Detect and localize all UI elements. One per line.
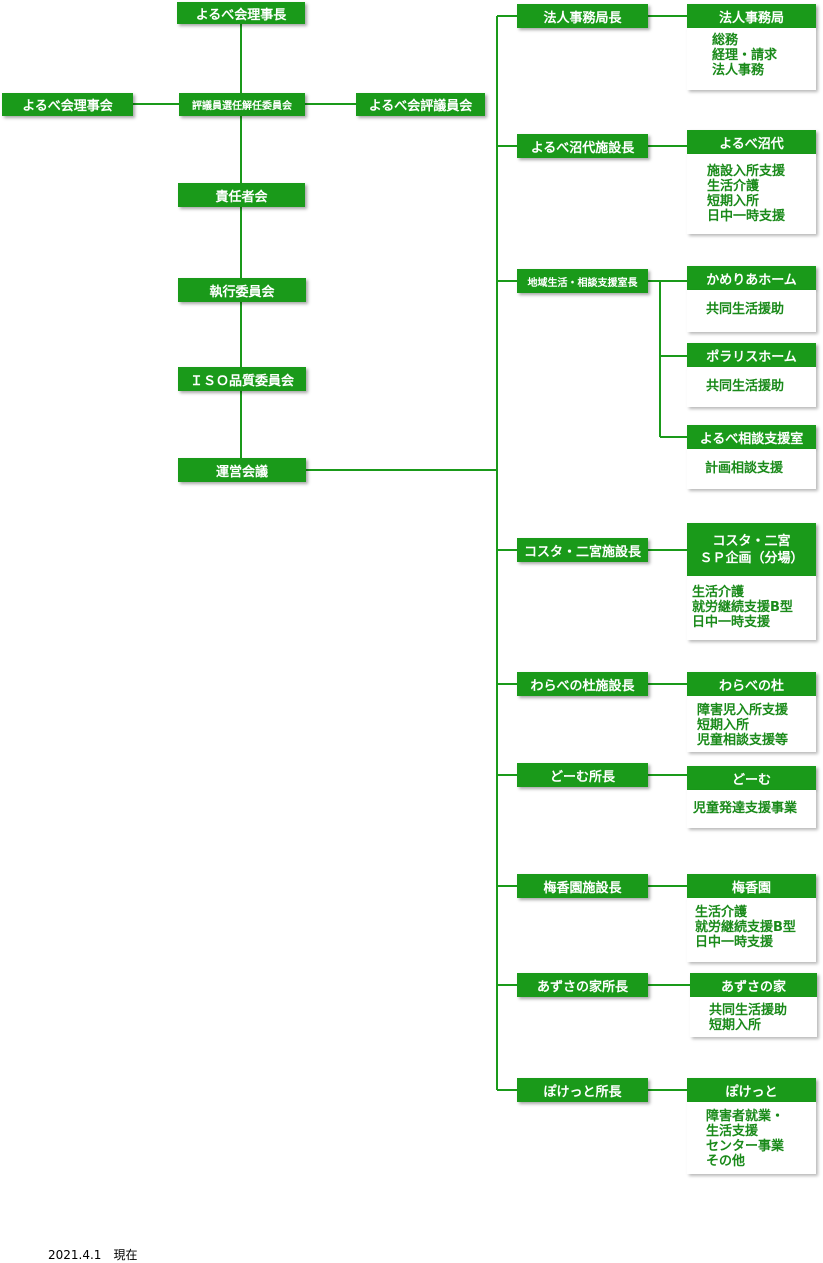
executive-committee-box: 執行委員会 xyxy=(178,278,306,302)
service-item: 日中一時支援 xyxy=(692,615,771,630)
responsible-committee-box: 責任者会 xyxy=(178,183,305,207)
unit-services: 共同生活援助 xyxy=(687,367,816,407)
unit-title: ポラリスホーム xyxy=(687,343,816,367)
service-item: 日中一時支援 xyxy=(695,935,774,950)
unit-title: よるべ相談支援室 xyxy=(687,425,816,449)
service-item: 就労継続支援B型 xyxy=(695,920,796,935)
service-item: 児童発達支援事業 xyxy=(693,801,798,816)
service-item: 障害者就業・ xyxy=(706,1109,785,1124)
service-item: センター事業 xyxy=(706,1139,785,1154)
unit-services: 生活介護 就労継続支援B型 日中一時支援 xyxy=(687,898,816,962)
service-item: 共同生活援助 xyxy=(709,1003,788,1018)
service-item: 短期入所 xyxy=(709,1018,762,1033)
service-item: 経理・請求 xyxy=(712,48,778,63)
service-item: 生活介護 xyxy=(692,585,745,600)
date-footer: 2021.4.1 現在 xyxy=(48,1248,138,1262)
service-item: 総務 xyxy=(712,33,739,48)
board-box: よるべ会理事会 xyxy=(2,93,133,116)
unit-services: 障害児入所支援 短期入所 児童相談支援等 xyxy=(687,696,816,752)
unit-services: 共同生活援助 xyxy=(687,290,816,332)
branch-head: あずさの家所長 xyxy=(517,973,648,997)
management-meeting-box: 運営会議 xyxy=(178,458,306,482)
service-item: その他 xyxy=(706,1154,746,1169)
service-item: 生活介護 xyxy=(707,179,760,194)
branch-head: コスタ・二宮施設長 xyxy=(517,538,648,562)
service-item: 児童相談支援等 xyxy=(697,733,789,748)
service-item: 就労継続支援B型 xyxy=(692,600,793,615)
branch-head: 梅香園施設長 xyxy=(517,874,648,898)
unit-services: 計画相談支援 xyxy=(687,449,816,489)
unit-title-line: コスタ・二宮 xyxy=(712,533,791,549)
unit-title: わらべの杜 xyxy=(687,672,816,696)
councilors-box: よるべ会評議員会 xyxy=(356,93,485,116)
iso-committee-box: ＩＳＯ品質委員会 xyxy=(178,367,306,391)
unit-title: よるべ沼代 xyxy=(687,130,816,154)
service-item: 共同生活援助 xyxy=(706,302,785,317)
unit-services: 障害者就業・ 生活支援 センター事業 その他 xyxy=(687,1102,816,1174)
unit-title: コスタ・二宮 ＳＰ企画（分場） xyxy=(687,523,816,576)
service-item: 障害児入所支援 xyxy=(697,703,789,718)
unit-title: あずさの家 xyxy=(690,973,817,997)
service-item: 日中一時支援 xyxy=(707,209,786,224)
branch-head: 地域生活・相談支援室長 xyxy=(517,269,648,293)
service-item: 生活介護 xyxy=(695,905,748,920)
unit-title: どーむ xyxy=(687,766,816,790)
service-item: 法人事務 xyxy=(712,63,765,78)
service-item: 施設入所支援 xyxy=(707,164,786,179)
unit-title-line: ＳＰ企画（分場） xyxy=(699,550,804,566)
service-item: 共同生活援助 xyxy=(706,379,785,394)
unit-services: 総務 経理・請求 法人事務 xyxy=(687,28,816,90)
unit-services: 児童発達支援事業 xyxy=(687,790,816,828)
chairman-box: よるべ会理事長 xyxy=(177,2,305,24)
branch-head: どーむ所長 xyxy=(517,763,648,787)
service-item: 生活支援 xyxy=(706,1124,759,1139)
branch-head: 法人事務局長 xyxy=(517,4,648,28)
branch-head: よるべ沼代施設長 xyxy=(517,134,648,158)
service-item: 短期入所 xyxy=(707,194,760,209)
unit-title: 梅香園 xyxy=(687,874,816,898)
unit-services: 施設入所支援 生活介護 短期入所 日中一時支援 xyxy=(687,154,816,234)
unit-title: ぽけっと xyxy=(687,1078,816,1102)
service-item: 短期入所 xyxy=(697,718,750,733)
unit-title: 法人事務局 xyxy=(687,4,816,28)
service-item: 計画相談支援 xyxy=(705,461,784,476)
unit-services: 生活介護 就労継続支援B型 日中一時支援 xyxy=(687,576,816,640)
branch-head: わらべの杜施設長 xyxy=(517,672,648,696)
unit-title: かめりあホーム xyxy=(687,266,816,290)
selection-committee-box: 評議員選任解任委員会 xyxy=(179,93,305,116)
branch-head: ぽけっと所長 xyxy=(517,1078,648,1102)
unit-services: 共同生活援助 短期入所 xyxy=(690,997,817,1037)
